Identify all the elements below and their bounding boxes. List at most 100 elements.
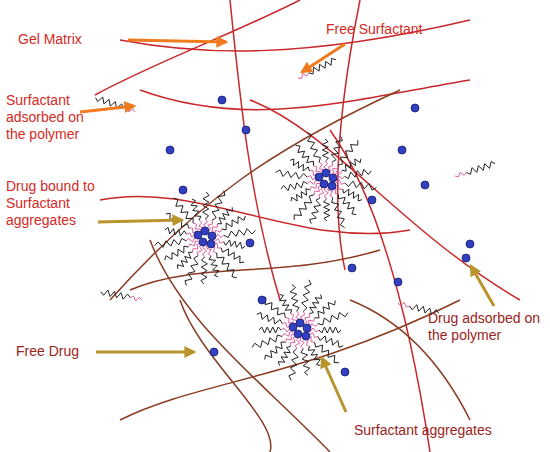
drug-molecule	[368, 196, 376, 204]
callout-label: Gel Matrix	[18, 31, 128, 48]
surfactant-tail	[217, 253, 237, 278]
surfactant-tail	[289, 349, 298, 381]
bound-drug	[328, 182, 336, 190]
polymer-chain	[95, 0, 300, 95]
polymer-chain	[230, 0, 280, 300]
surfactant-head	[130, 296, 142, 301]
surfactant-tail	[201, 257, 207, 284]
drug-molecule	[462, 254, 470, 262]
surfactant-head	[330, 165, 337, 174]
drug-molecule	[258, 296, 266, 304]
surfactant-aggregate	[276, 133, 377, 228]
bound-drug	[208, 232, 216, 240]
surfactant-head	[310, 183, 320, 189]
surfactant-tail	[290, 285, 299, 312]
polymer-chain	[130, 250, 380, 290]
bound-drug	[322, 169, 330, 177]
surfactant-molecule	[101, 290, 142, 301]
surfactant-tail	[224, 229, 256, 238]
surfactant-tail	[332, 198, 345, 228]
surfactant-tail	[165, 246, 189, 260]
surfactant-tail	[343, 189, 362, 201]
surfactant-head	[295, 337, 299, 349]
surfactant-tail	[191, 199, 201, 220]
surfactant-tail	[203, 192, 209, 219]
drug-molecule	[398, 146, 406, 154]
polymer-chain	[140, 80, 470, 110]
surfactant-tail	[318, 312, 348, 324]
surfactant-tail	[345, 169, 371, 178]
surfactant-tail	[212, 191, 225, 221]
drug-molecule	[394, 278, 402, 286]
surfactant-head	[203, 245, 207, 257]
surfactant-tail	[222, 216, 246, 230]
leader-arrow	[302, 44, 345, 72]
leader-arrows	[80, 40, 494, 412]
surfactant-tail	[308, 346, 320, 365]
bound-drug	[303, 324, 311, 332]
polymer-chain	[250, 100, 520, 300]
surfactant-tail	[302, 280, 311, 312]
callout-label: Free Drug	[16, 343, 106, 360]
surfactant-head	[319, 187, 324, 198]
surfactant-tail	[322, 139, 328, 161]
surfactant-tail	[278, 346, 290, 365]
leader-arrow	[322, 358, 346, 412]
surfactant-head	[282, 332, 293, 337]
surfactant-tail	[224, 240, 246, 249]
bound-drug	[329, 174, 337, 182]
polymer-chain	[338, 0, 360, 270]
bound-drug	[320, 180, 328, 188]
callout-label: Drug bound to Surfactant aggregates	[6, 178, 110, 229]
polymer-chain	[110, 90, 400, 300]
polymer-chain	[150, 240, 330, 452]
callout-label: Surfactant adsorbed on the polymer	[6, 92, 86, 143]
bound-drug	[207, 240, 215, 248]
surfactant-tail	[301, 349, 310, 376]
bound-drug	[302, 332, 310, 340]
surfactant-head	[398, 303, 410, 308]
drug-molecule	[421, 181, 429, 189]
leader-arrow	[128, 40, 226, 42]
drug-molecule	[341, 368, 349, 376]
leader-arrow	[96, 351, 194, 354]
polymer-chain	[180, 300, 271, 452]
callout-label: Drug adsorbed on the polymer	[428, 310, 550, 344]
surfactant-tail	[324, 199, 330, 221]
drug-molecule	[242, 126, 250, 134]
surfactant-head	[455, 172, 466, 177]
bound-drug	[199, 238, 207, 246]
surfactant-tail	[252, 335, 282, 347]
surfactant-tail	[281, 181, 307, 190]
surfactant-head	[298, 73, 309, 79]
drug-molecule	[210, 348, 218, 356]
surfactant-head	[192, 243, 200, 252]
drug-molecule	[166, 146, 174, 154]
leader-arrow	[80, 106, 134, 112]
callout-label: Free Surfactant	[326, 21, 456, 38]
surfactant-tail	[209, 256, 219, 277]
polymer-chain	[330, 130, 430, 452]
surfactant-tail	[218, 207, 233, 223]
drug-molecule	[348, 264, 356, 272]
leader-arrow	[98, 220, 182, 222]
drug-molecule	[411, 104, 419, 112]
surfactant-head	[324, 187, 328, 199]
bound-drug	[201, 227, 209, 235]
surfactant-tail	[342, 159, 361, 172]
surfactant-tail	[310, 294, 322, 313]
polymer-network	[95, 0, 520, 452]
surfactant-tail	[177, 252, 192, 268]
surfactant-tail	[291, 189, 310, 202]
bound-drug	[296, 319, 304, 327]
surfactant-tail	[259, 327, 281, 333]
polymer-chain	[120, 300, 460, 420]
surfactant-tail	[290, 159, 309, 171]
surfactant-tail	[345, 181, 377, 190]
surfactant-tail	[280, 294, 292, 313]
drug-molecule	[466, 240, 474, 248]
drug-molecule	[218, 96, 226, 104]
callout-label: Surfactant aggregates	[354, 422, 544, 439]
